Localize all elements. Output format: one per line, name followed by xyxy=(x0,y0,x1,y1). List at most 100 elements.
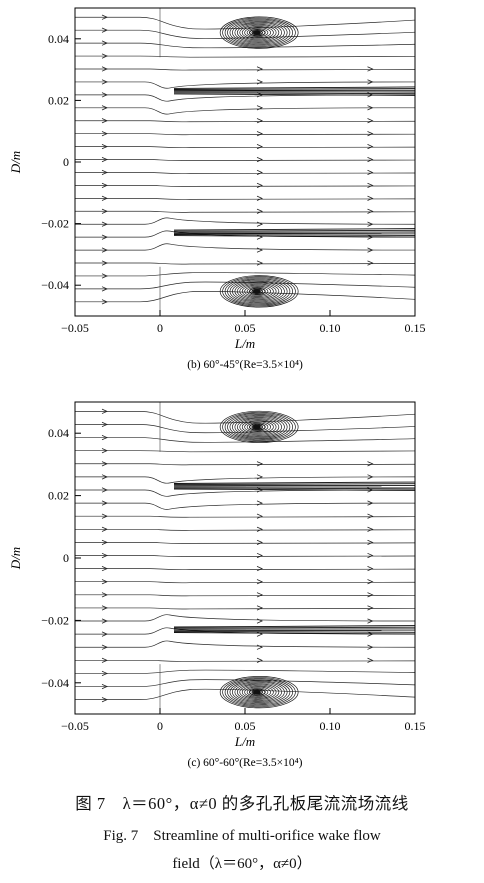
streamline-arrow xyxy=(256,592,263,598)
x-tick-label: 0.05 xyxy=(235,719,256,733)
y-tick-label: 0 xyxy=(63,155,69,169)
vortex-streamline xyxy=(224,277,294,306)
streamline xyxy=(75,489,415,497)
y-tick-label: 0 xyxy=(63,551,69,565)
wake-streak xyxy=(173,92,415,95)
streamline-arrow xyxy=(101,526,108,532)
streamline-arrow xyxy=(256,513,263,519)
streamline-arrow xyxy=(101,644,108,650)
vortex-streamline xyxy=(236,683,280,701)
streamline xyxy=(75,81,415,89)
streamline-arrow xyxy=(101,539,108,545)
vortex-streamline xyxy=(251,689,263,695)
vortex-streamline xyxy=(251,288,263,295)
streamline-arrow xyxy=(256,247,263,253)
vortex-core xyxy=(252,289,261,294)
streamline-arrow xyxy=(101,552,108,559)
streamline-arrow xyxy=(101,53,108,59)
streamline-arrow xyxy=(101,697,108,703)
wake-streak xyxy=(173,488,415,491)
streamline-arrow xyxy=(367,566,374,572)
wake-streak xyxy=(173,628,415,630)
vortex-streamline xyxy=(229,279,288,304)
streamline-arrow xyxy=(367,513,374,519)
streamline-arrow xyxy=(367,618,374,624)
streamline-arrow xyxy=(256,605,263,611)
streamline xyxy=(75,197,415,200)
streamline xyxy=(75,185,415,187)
x-tick-label: 0.15 xyxy=(405,321,426,335)
streamline-arrow xyxy=(101,299,108,305)
vortex-streamline xyxy=(234,22,283,43)
streamline-arrow xyxy=(367,195,374,201)
x-tick-label: 0.10 xyxy=(320,719,341,733)
vortex-streamline xyxy=(222,677,296,708)
streamline-arrow xyxy=(101,169,108,176)
vortex-streamline xyxy=(249,423,266,431)
vortex-streamline xyxy=(239,24,277,41)
x-tick-label: −0.05 xyxy=(61,321,89,335)
streamline-arrow xyxy=(367,461,374,467)
figure-caption-chinese: 图 7 λ＝60°，α≠0 的多孔孔板尾流流场流线 xyxy=(75,794,409,813)
streamline xyxy=(75,42,415,49)
streamline xyxy=(75,424,415,434)
streamline xyxy=(75,146,415,149)
vortex-streamline xyxy=(239,419,277,435)
x-tick-label: 0 xyxy=(157,719,163,733)
streamline-arrow xyxy=(256,234,263,240)
y-tick-label: 0.04 xyxy=(48,426,69,440)
vortex-streamline xyxy=(244,285,271,297)
vortex-streamline xyxy=(249,688,266,696)
streamline-arrow xyxy=(101,105,108,111)
y-tick-label: −0.02 xyxy=(41,613,69,627)
streamline xyxy=(75,120,415,123)
y-tick-label: −0.04 xyxy=(41,278,69,292)
streamline-arrow xyxy=(256,260,263,266)
streamline-arrow xyxy=(101,408,108,414)
vortex-streamline xyxy=(229,415,288,439)
streamline-arrow xyxy=(256,539,263,545)
wake-streak xyxy=(173,93,415,96)
vortex-streamline xyxy=(224,18,294,47)
y-tick-label: 0.02 xyxy=(48,489,69,503)
streamline xyxy=(75,262,415,265)
vortex-streamline xyxy=(227,679,291,706)
wake-streak xyxy=(173,483,415,486)
vortex-streamline xyxy=(229,20,288,45)
vortex-core xyxy=(252,30,261,35)
streamline-arrow xyxy=(367,169,374,176)
streamline-arrow xyxy=(256,566,263,572)
streamline-arrow xyxy=(101,513,108,519)
streamline-arrow xyxy=(256,144,263,150)
y-tick-label: 0.04 xyxy=(48,32,69,46)
streamline xyxy=(75,581,415,584)
streamline xyxy=(75,243,415,251)
streamline-arrow xyxy=(367,644,374,650)
vortex-streamline xyxy=(251,29,263,36)
wake-streak xyxy=(173,229,415,232)
streamline-arrow xyxy=(256,221,263,227)
streamline-arrow xyxy=(101,421,108,428)
plot-frame xyxy=(74,7,416,317)
vortex-streamline xyxy=(234,682,283,702)
streamline-arrow xyxy=(101,234,108,240)
streamline-arrow xyxy=(101,260,108,266)
streamline-arrow xyxy=(367,156,374,163)
streamline xyxy=(75,159,415,161)
streamline-arrow xyxy=(367,526,374,532)
streamline xyxy=(75,688,415,700)
streamline xyxy=(75,594,415,597)
streamline-arrow xyxy=(101,448,108,454)
streamline-arrow xyxy=(367,474,374,480)
streamline-arrow xyxy=(367,208,374,214)
streamline-arrow xyxy=(101,40,108,46)
streamline-arrow xyxy=(101,592,108,598)
streamline-arrow xyxy=(101,27,108,33)
streamline xyxy=(75,515,415,518)
streamline-arrow xyxy=(367,66,374,72)
streamline xyxy=(75,679,415,687)
streamline-arrow xyxy=(101,670,108,677)
